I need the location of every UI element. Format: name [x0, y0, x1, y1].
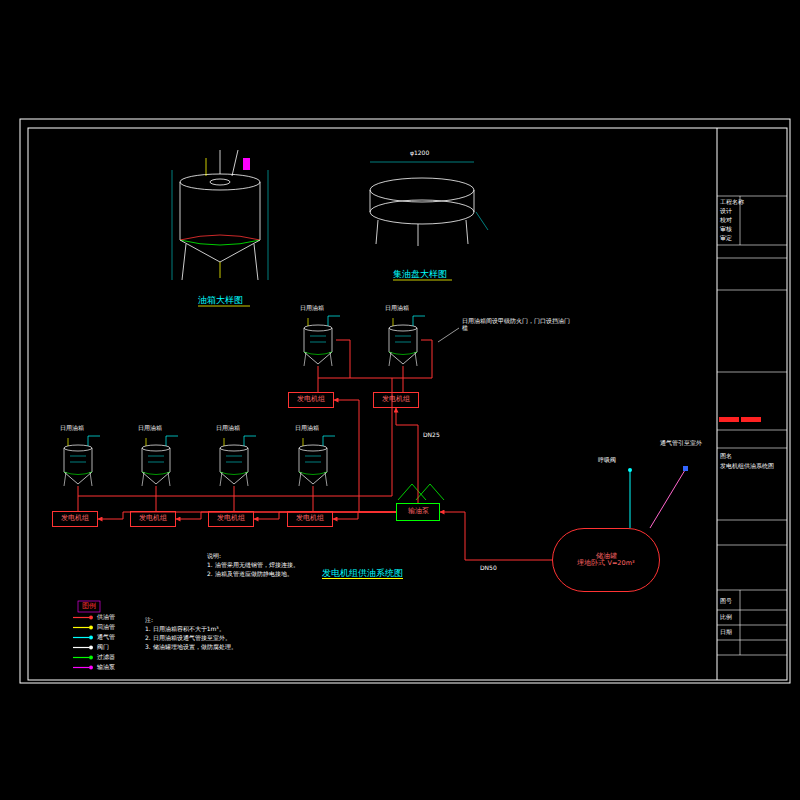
title-block-cell: 图号 — [720, 598, 732, 604]
note-text: 3. 储油罐埋地设置，做防腐处理。 — [145, 644, 237, 651]
legend-swatch — [72, 614, 94, 621]
generator-box: 发电机组 — [287, 511, 333, 527]
legend-text: 输油泵 — [97, 664, 115, 671]
tank-label: 日用油箱 — [216, 425, 240, 432]
node-text: 发电机组 — [382, 396, 410, 403]
pump-box: 输油泵 — [396, 503, 440, 521]
title-block-cell: 工程名称 — [720, 199, 744, 205]
legend-swatch — [72, 654, 94, 661]
tank-label: 日用油箱 — [295, 425, 319, 432]
fuel-pipe — [333, 512, 396, 519]
title-block-cell: 比例 — [720, 614, 732, 620]
node-text: 发电机组 — [217, 515, 245, 522]
note-heading: 注: — [145, 617, 153, 624]
legend-row: 回油管 — [72, 624, 115, 631]
node-text: 发电机组 — [61, 515, 89, 522]
dimension: φ1200 — [410, 150, 429, 157]
legend-row: 通气管 — [72, 634, 115, 641]
node-text: 埋地卧式 V=20m³ — [577, 560, 634, 567]
fuel-pipe — [396, 408, 418, 503]
node-text: 发电机组 — [139, 515, 167, 522]
generator-box: 发电机组 — [373, 392, 419, 408]
title-block-cell: 设计 — [720, 208, 732, 214]
drawing-title: 发电机组供油系统图 — [322, 568, 403, 579]
note-text: 2. 日用油箱设通气管接至室外。 — [145, 635, 231, 642]
generator-box: 发电机组 — [208, 511, 254, 527]
callout-text: 通气管引至室外 — [660, 440, 702, 447]
fuel-pipe — [440, 512, 552, 560]
legend-text: 过滤器 — [97, 654, 115, 661]
title-block-cell: 审定 — [720, 235, 732, 241]
callout-text: 日用油箱间设甲级防火门，门口设挡油门槛 — [462, 318, 574, 332]
callout-text: 呼吸阀 — [598, 457, 616, 464]
legend-title: 图例 — [82, 602, 96, 610]
tank-label: 日用油箱 — [60, 425, 84, 432]
node-text: 输油泵 — [408, 508, 429, 515]
legend-text: 供油管 — [97, 614, 115, 621]
node-text: 发电机组 — [296, 515, 324, 522]
node-text: 储油罐 — [596, 553, 617, 560]
title-block-cell: 审核 — [720, 226, 732, 232]
title-block-cell: 校对 — [720, 217, 732, 223]
legend-text: 阀门 — [97, 644, 109, 651]
legend-row: 阀门 — [72, 644, 109, 651]
tank-shell — [553, 529, 660, 592]
title-block-cell: 发电机组供油系统图 — [720, 463, 774, 469]
legend-swatch — [72, 644, 94, 651]
legend-row: 过滤器 — [72, 654, 115, 661]
drawing-title: 集油盘大样图 — [393, 269, 447, 279]
legend-swatch — [72, 634, 94, 641]
legend-row: 输油泵 — [72, 664, 115, 671]
legend-text: 通气管 — [97, 634, 115, 641]
note-text: 2. 油箱及管道应做防静电接地。 — [207, 571, 293, 578]
title-block-cell: 图名 — [720, 453, 732, 459]
legend-row: 供油管 — [72, 614, 115, 621]
fuel-pipe — [334, 400, 396, 512]
pipe-size: DN50 — [480, 565, 497, 572]
tank-label: 日用油箱 — [300, 305, 324, 312]
note-text: 1. 日用油箱容积不大于1m³。 — [145, 626, 225, 633]
tank-label: 日用油箱 — [385, 305, 409, 312]
tank-label: 日用油箱 — [138, 425, 162, 432]
generator-box: 发电机组 — [130, 511, 176, 527]
title-block-cell: 日期 — [720, 629, 732, 635]
pipe-size: DN25 — [423, 432, 440, 439]
legend-swatch — [72, 624, 94, 631]
fuel-pipe — [254, 512, 396, 519]
generator-box: 发电机组 — [288, 392, 334, 408]
fuel-pipe — [176, 512, 396, 519]
generator-box: 发电机组 — [52, 511, 98, 527]
note-heading: 说明: — [207, 553, 221, 560]
storage-tank: 储油罐埋地卧式 V=20m³ — [552, 528, 660, 592]
legend-swatch — [72, 664, 94, 671]
note-text: 1. 油管采用无缝钢管，焊接连接。 — [207, 562, 299, 569]
node-text: 发电机组 — [297, 396, 325, 403]
drawing-title: 油箱大样图 — [198, 295, 243, 305]
legend-text: 回油管 — [97, 624, 115, 631]
